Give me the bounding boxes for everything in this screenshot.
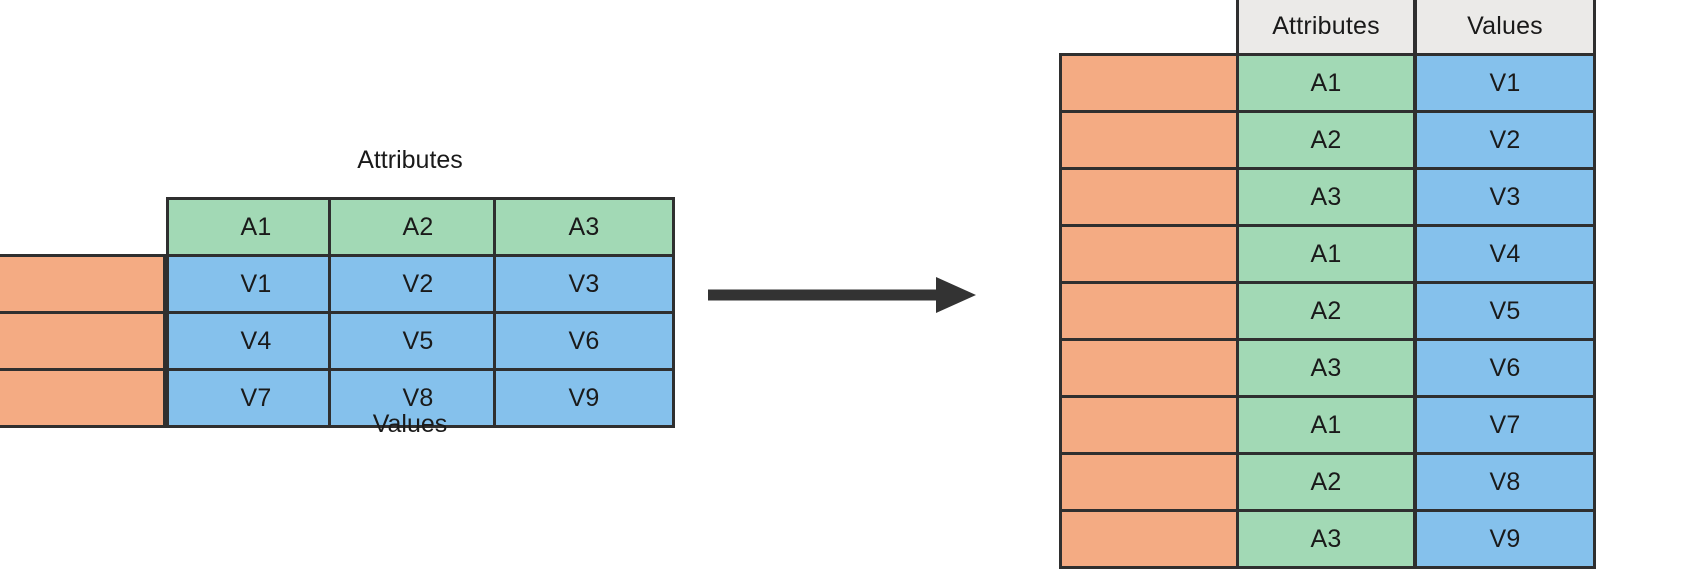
result-row-attribute-5: A2 bbox=[1236, 281, 1416, 341]
result-row-attribute-8: A2 bbox=[1236, 452, 1416, 512]
result-row-key-9 bbox=[1059, 509, 1239, 569]
result-row-key-6 bbox=[1059, 338, 1239, 398]
result-row-value-8: V8 bbox=[1414, 452, 1596, 512]
result-row-attribute-9: A3 bbox=[1236, 509, 1416, 569]
source-value-r2c3: V6 bbox=[493, 311, 675, 371]
source-row-key-3 bbox=[0, 368, 166, 428]
source-table-top-label: Attributes bbox=[357, 146, 463, 174]
result-row-value-6: V6 bbox=[1414, 338, 1596, 398]
source-attribute-header-a1: A1 bbox=[166, 197, 346, 257]
result-row-attribute-7: A1 bbox=[1236, 395, 1416, 455]
result-row-attribute-1: A1 bbox=[1236, 53, 1416, 113]
result-row-value-5: V5 bbox=[1414, 281, 1596, 341]
source-table-bottom-label: Values bbox=[372, 410, 448, 438]
source-value-r2c1: V4 bbox=[166, 311, 346, 371]
result-row-key-2 bbox=[1059, 110, 1239, 170]
result-header-values: Values bbox=[1414, 0, 1596, 56]
source-attribute-header-a3: A3 bbox=[493, 197, 675, 257]
source-value-r1c1: V1 bbox=[166, 254, 346, 314]
right-arrow-icon bbox=[708, 277, 976, 313]
result-row-value-9: V9 bbox=[1414, 509, 1596, 569]
source-value-r1c2: V2 bbox=[328, 254, 508, 314]
result-row-value-1: V1 bbox=[1414, 53, 1596, 113]
result-row-attribute-4: A1 bbox=[1236, 224, 1416, 284]
result-row-key-5 bbox=[1059, 281, 1239, 341]
result-row-key-1 bbox=[1059, 53, 1239, 113]
source-attribute-header-a2: A2 bbox=[328, 197, 508, 257]
result-row-value-7: V7 bbox=[1414, 395, 1596, 455]
source-row-key-1 bbox=[0, 254, 166, 314]
result-row-attribute-3: A3 bbox=[1236, 167, 1416, 227]
result-row-value-4: V4 bbox=[1414, 224, 1596, 284]
result-row-value-2: V2 bbox=[1414, 110, 1596, 170]
result-row-attribute-2: A2 bbox=[1236, 110, 1416, 170]
result-row-key-7 bbox=[1059, 395, 1239, 455]
result-header-attributes: Attributes bbox=[1236, 0, 1416, 56]
result-row-key-3 bbox=[1059, 167, 1239, 227]
source-value-r3c3: V9 bbox=[493, 368, 675, 428]
result-row-key-8 bbox=[1059, 452, 1239, 512]
result-row-key-4 bbox=[1059, 224, 1239, 284]
source-value-r2c2: V5 bbox=[328, 311, 508, 371]
source-row-key-2 bbox=[0, 311, 166, 371]
source-value-r1c3: V3 bbox=[493, 254, 675, 314]
source-value-r3c1: V7 bbox=[166, 368, 346, 428]
result-row-value-3: V3 bbox=[1414, 167, 1596, 227]
result-row-attribute-6: A3 bbox=[1236, 338, 1416, 398]
